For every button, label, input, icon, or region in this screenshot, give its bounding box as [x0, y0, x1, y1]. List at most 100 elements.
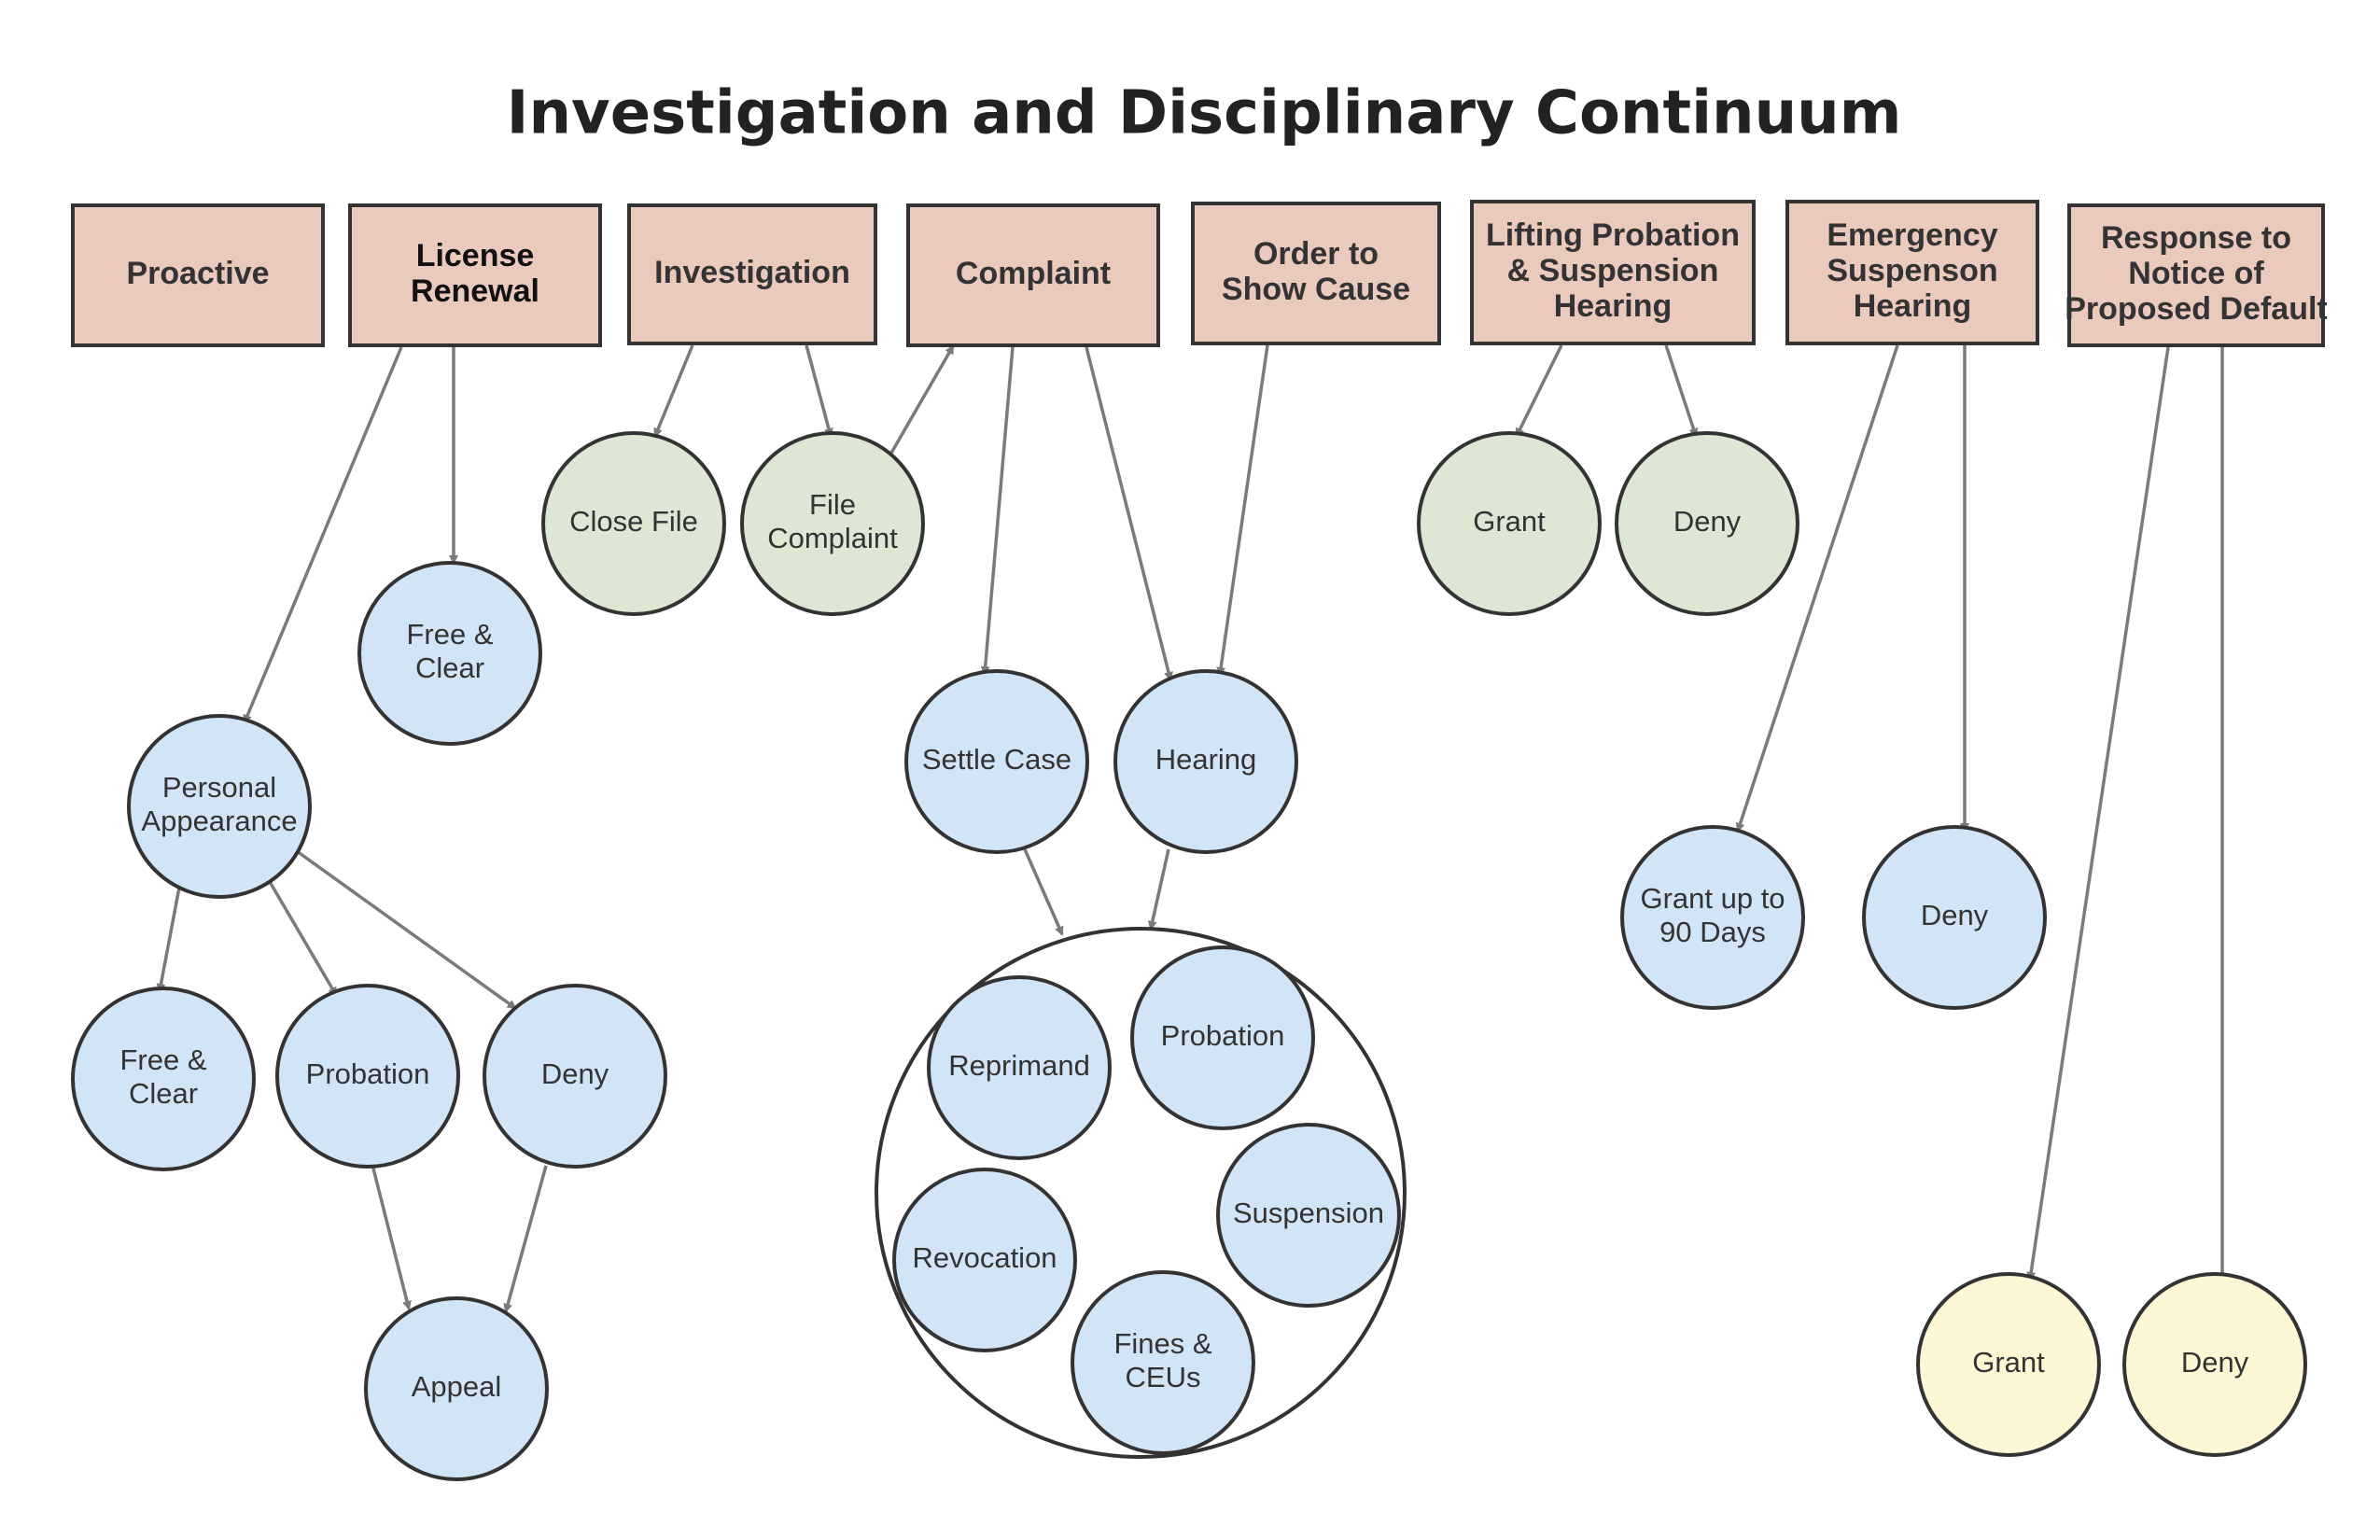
stage-box-complaint: Complaint [906, 203, 1160, 347]
label-line: Clear [415, 651, 484, 684]
stage-box-shape [2067, 203, 2325, 347]
node-grant-default: Grant [1916, 1272, 2101, 1457]
node-circle [357, 561, 542, 746]
node-circle [2122, 1272, 2307, 1457]
label-line: Personal [162, 771, 276, 804]
arrow-lifting-probation-to-deny-lifting [1664, 344, 1699, 438]
arrow-hearing-to-outcomes-group [1147, 848, 1170, 931]
node-circle [127, 714, 312, 899]
node-probation-appearance: Probation [275, 984, 460, 1169]
label-line: License [416, 238, 535, 273]
label-line: Hearing [1854, 288, 1972, 324]
label-line: Free & [406, 618, 493, 651]
node-circle [927, 975, 1112, 1160]
label-line: Investigation [654, 255, 850, 290]
label-line: Complaint [767, 522, 898, 554]
arrow-response-to-notice-to-grant-default [2026, 346, 2170, 1281]
label-line: CEUs [1126, 1361, 1201, 1393]
stage-box-shape [1470, 200, 1756, 345]
node-circle [892, 1168, 1077, 1352]
node-free-clear-renewal: Free &Clear [357, 561, 542, 746]
label-line: Grant [1473, 505, 1546, 538]
node-circle [740, 431, 925, 616]
stage-box-shape [1191, 202, 1441, 345]
stage-box-shape [906, 203, 1160, 347]
label-line: Complaint [956, 256, 1111, 291]
arrow-lifting-probation-to-grant-lifting [1515, 344, 1563, 438]
label-line: Grant up to [1640, 882, 1785, 915]
node-circle [904, 669, 1089, 854]
label-line: Deny [2181, 1346, 2249, 1379]
stage-box-proactive: Proactive [71, 203, 325, 347]
node-hearing: Hearing [1113, 669, 1298, 854]
arrow-investigation-to-close-file [653, 344, 694, 438]
label-line: Lifting Probation [1486, 217, 1740, 253]
node-circle [1417, 431, 1602, 616]
arrow-complaint-to-settle-case [980, 346, 1015, 676]
label-line: Appearance [141, 805, 297, 837]
arrow-license-renewal-to-personal-appearance [243, 346, 403, 724]
label-line: Hearing [1155, 743, 1257, 776]
label-line: 90 Days [1659, 916, 1766, 948]
label-line: & Suspension [1507, 253, 1719, 288]
arrow-complaint-to-hearing [1085, 346, 1173, 681]
node-probation-outcome: Probation [1130, 945, 1315, 1130]
label-line: Suspension [1233, 1197, 1384, 1229]
label-line: Proactive [126, 256, 269, 291]
node-circle [1216, 1123, 1401, 1308]
label-line: Reprimand [948, 1049, 1090, 1082]
label-line: Close File [569, 505, 698, 538]
node-circle [1620, 825, 1805, 1010]
stage-box-shape [627, 203, 877, 345]
node-appeal: Appeal [364, 1296, 549, 1481]
label-line: Proposed Default [2065, 291, 2327, 327]
stage-box-shape [71, 203, 325, 347]
label-line: Settle Case [922, 743, 1071, 776]
label-line: Revocation [912, 1241, 1057, 1274]
label-line: Free & [119, 1043, 206, 1076]
label-line: Deny [541, 1057, 609, 1090]
node-circle [1615, 431, 1799, 616]
label-line: Renewal [411, 273, 539, 309]
arrow-personal-appearance-to-probation-appearance [267, 879, 338, 997]
label-line: Show Cause [1222, 272, 1410, 307]
node-circle [1113, 669, 1298, 854]
label-line: File [809, 488, 856, 521]
label-line: Clear [129, 1077, 198, 1110]
arrow-file-complaint-to-complaint [889, 344, 955, 455]
label-line: Probation [306, 1057, 430, 1090]
arrow-personal-appearance-to-deny-appearance [295, 849, 517, 1010]
node-deny-emergency: Deny [1862, 825, 2047, 1010]
arrow-deny-appearance-to-appeal [503, 1165, 548, 1313]
label-line: Hearing [1554, 288, 1673, 324]
node-circle [1071, 1270, 1255, 1455]
stage-box-shape [348, 203, 602, 347]
stage-box-investigation: Investigation [627, 203, 877, 345]
label-line: Probation [1161, 1019, 1285, 1052]
node-circle [1916, 1272, 2101, 1457]
edges-layer [156, 344, 2227, 1313]
node-deny-appearance: Deny [483, 984, 667, 1169]
node-settle-case: Settle Case [904, 669, 1089, 854]
stage-box-shape [1785, 200, 2039, 345]
node-circle [71, 987, 256, 1171]
node-circle [1130, 945, 1315, 1130]
arrow-emergency-suspension-to-grant-90-days [1735, 344, 1899, 833]
node-reprimand: Reprimand [927, 975, 1112, 1160]
node-fines-ceus: Fines &CEUs [1071, 1270, 1255, 1455]
node-close-file: Close File [541, 431, 726, 616]
outcomes-group-layer [875, 927, 1407, 1459]
label-line: Fines & [1113, 1327, 1211, 1360]
node-circle [483, 984, 667, 1169]
node-circle [541, 431, 726, 616]
